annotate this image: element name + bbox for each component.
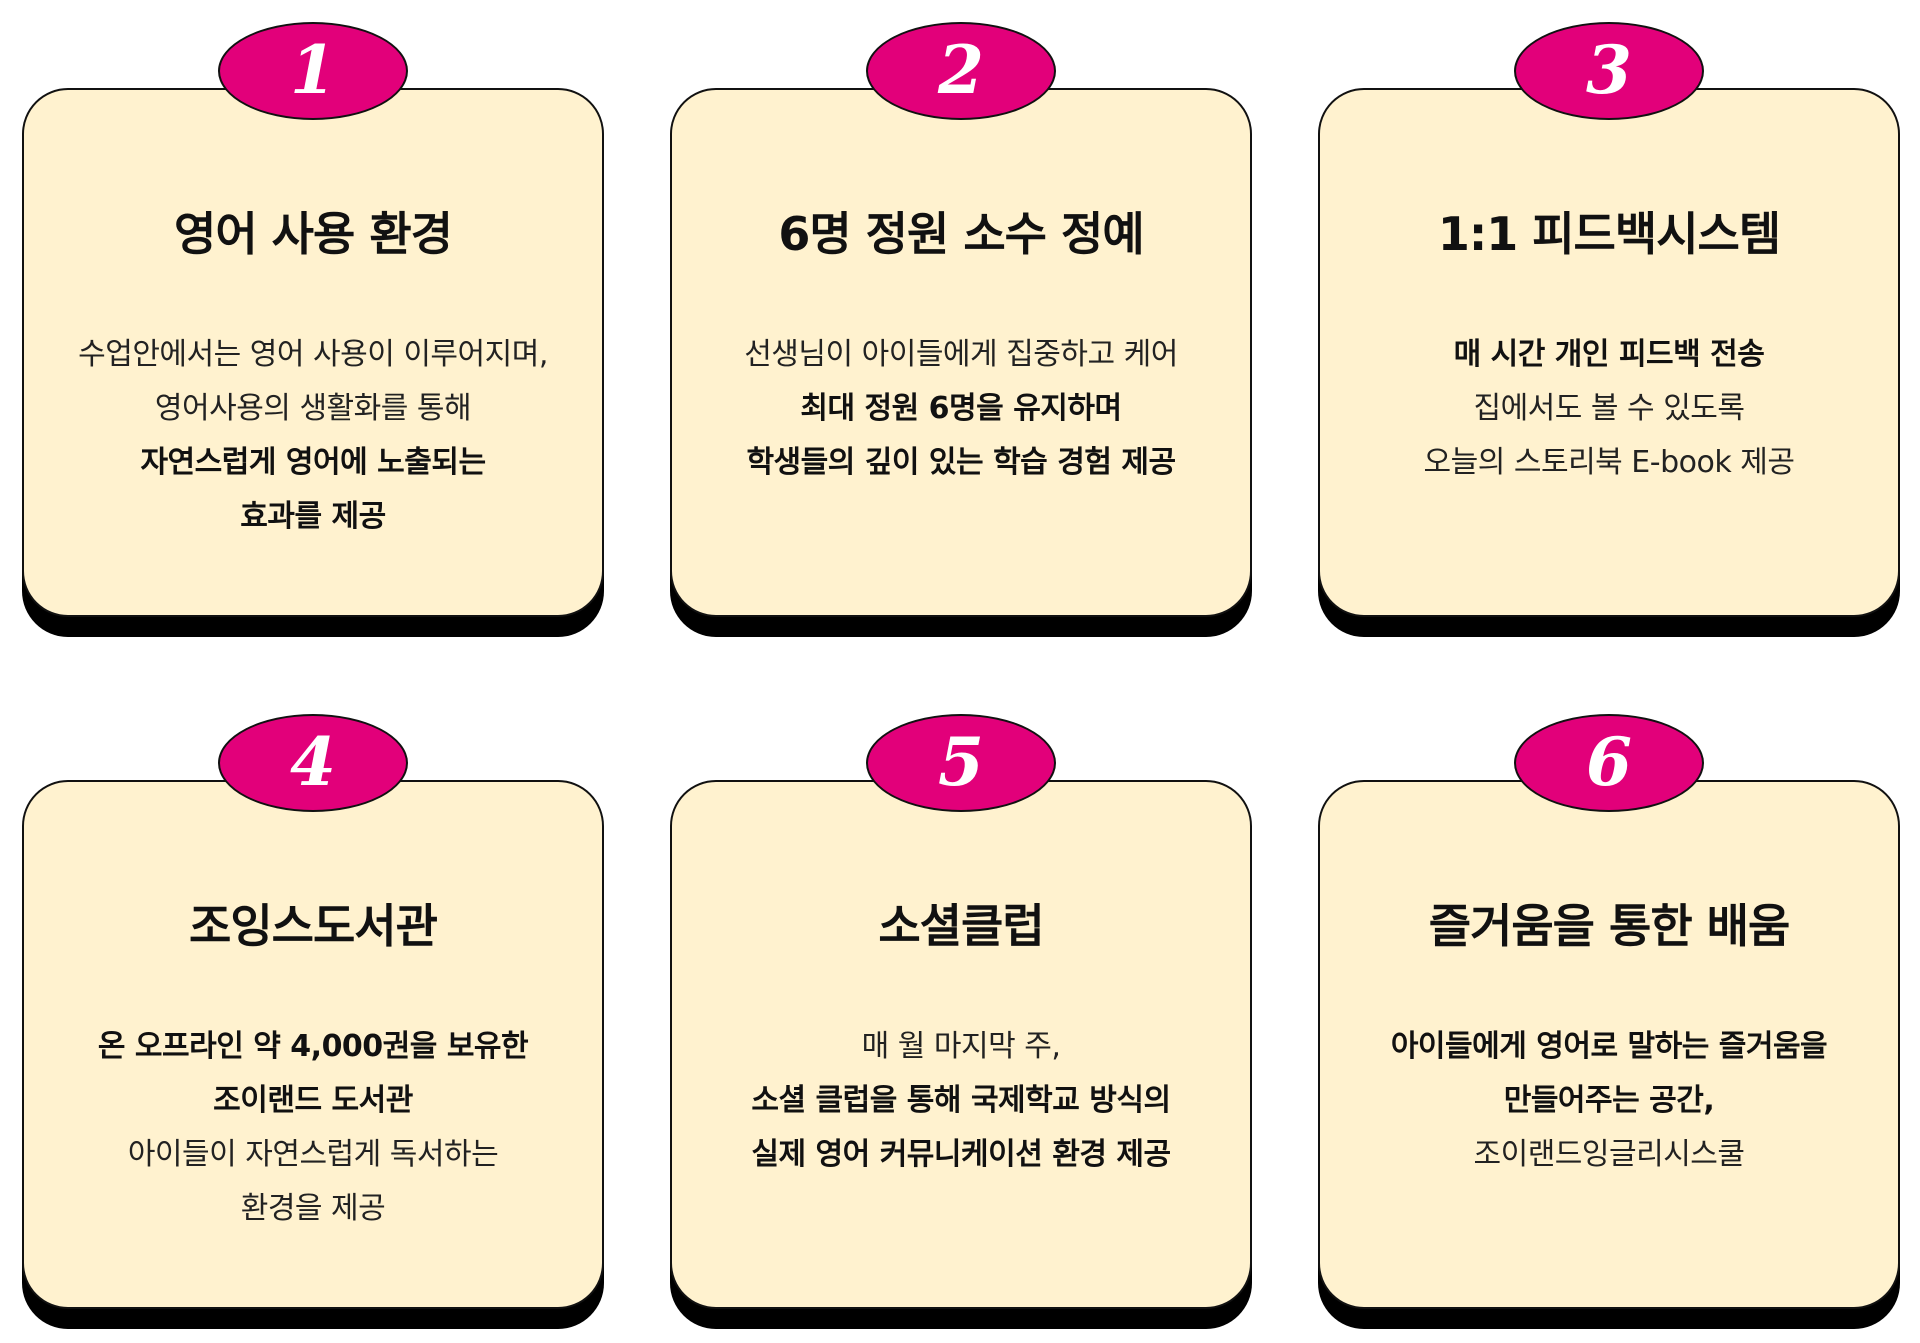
badge-number: 4 (290, 723, 336, 801)
description-line: 효과를 제공 (240, 499, 386, 534)
card-title: 영어 사용 환경 (174, 207, 453, 261)
description-line: 오늘의 스토리북 E-book 제공 (1423, 445, 1795, 480)
card-title: 1:1 피드백시스템 (1437, 207, 1781, 261)
description-line: 아이들이 자연스럽게 독서하는 (127, 1137, 499, 1172)
description-line: 매 시간 개인 피드백 전송 (1453, 337, 1765, 372)
badge-number: 3 (1586, 31, 1632, 109)
description-line: 최대 정원 6명을 유지하며 (800, 391, 1122, 426)
badge-number: 1 (290, 31, 336, 109)
description-line: 아이들에게 영어로 말하는 즐거움을 (1390, 1029, 1828, 1064)
description-line: 조이랜드 도서관 (213, 1083, 413, 1118)
description-line: 환경을 제공 (240, 1191, 386, 1226)
number-badge: 1 (218, 22, 408, 120)
feature-card-1: 1 영어 사용 환경 수업안에서는 영어 사용이 이루어지며, 영어사용의 생활화… (22, 22, 604, 637)
description-line: 자연스럽게 영어에 노출되는 (140, 445, 486, 480)
card-title: 조잉스도서관 (189, 899, 438, 953)
card-title: 즐거움을 통한 배움 (1428, 899, 1791, 953)
description-line: 학생들의 깊이 있는 학습 경험 제공 (746, 445, 1176, 480)
description-line: 영어사용의 생활화를 통해 (154, 391, 472, 426)
description-line: 수업안에서는 영어 사용이 이루어지며, (78, 337, 548, 372)
badge-number: 5 (938, 723, 984, 801)
card-face: 1 영어 사용 환경 수업안에서는 영어 사용이 이루어지며, 영어사용의 생활화… (22, 22, 604, 617)
description-line: 실제 영어 커뮤니케이션 환경 제공 (751, 1137, 1171, 1172)
description-line: 집에서도 볼 수 있도록 (1473, 391, 1745, 426)
badge-number: 2 (938, 31, 984, 109)
badge-number: 6 (1586, 723, 1632, 801)
number-badge: 3 (1514, 22, 1704, 120)
number-badge: 2 (866, 22, 1056, 120)
number-badge: 5 (866, 714, 1056, 812)
description-line: 소셜 클럽을 통해 국제학교 방식의 (751, 1083, 1171, 1118)
number-badge: 4 (218, 714, 408, 812)
description-line: 만들어주는 공간, (1503, 1083, 1715, 1118)
number-badge: 6 (1514, 714, 1704, 812)
description-line: 조이랜드잉글리시스쿨 (1473, 1137, 1746, 1172)
description-line: 선생님이 아이들에게 집중하고 케어 (744, 337, 1178, 372)
card-title: 소셜클럽 (878, 899, 1044, 953)
card-title: 6명 정원 소수 정예 (778, 207, 1144, 261)
description-line: 매 월 마지막 주, (861, 1029, 1061, 1064)
description-line: 온 오프라인 약 4,000권을 보유한 (97, 1029, 529, 1064)
